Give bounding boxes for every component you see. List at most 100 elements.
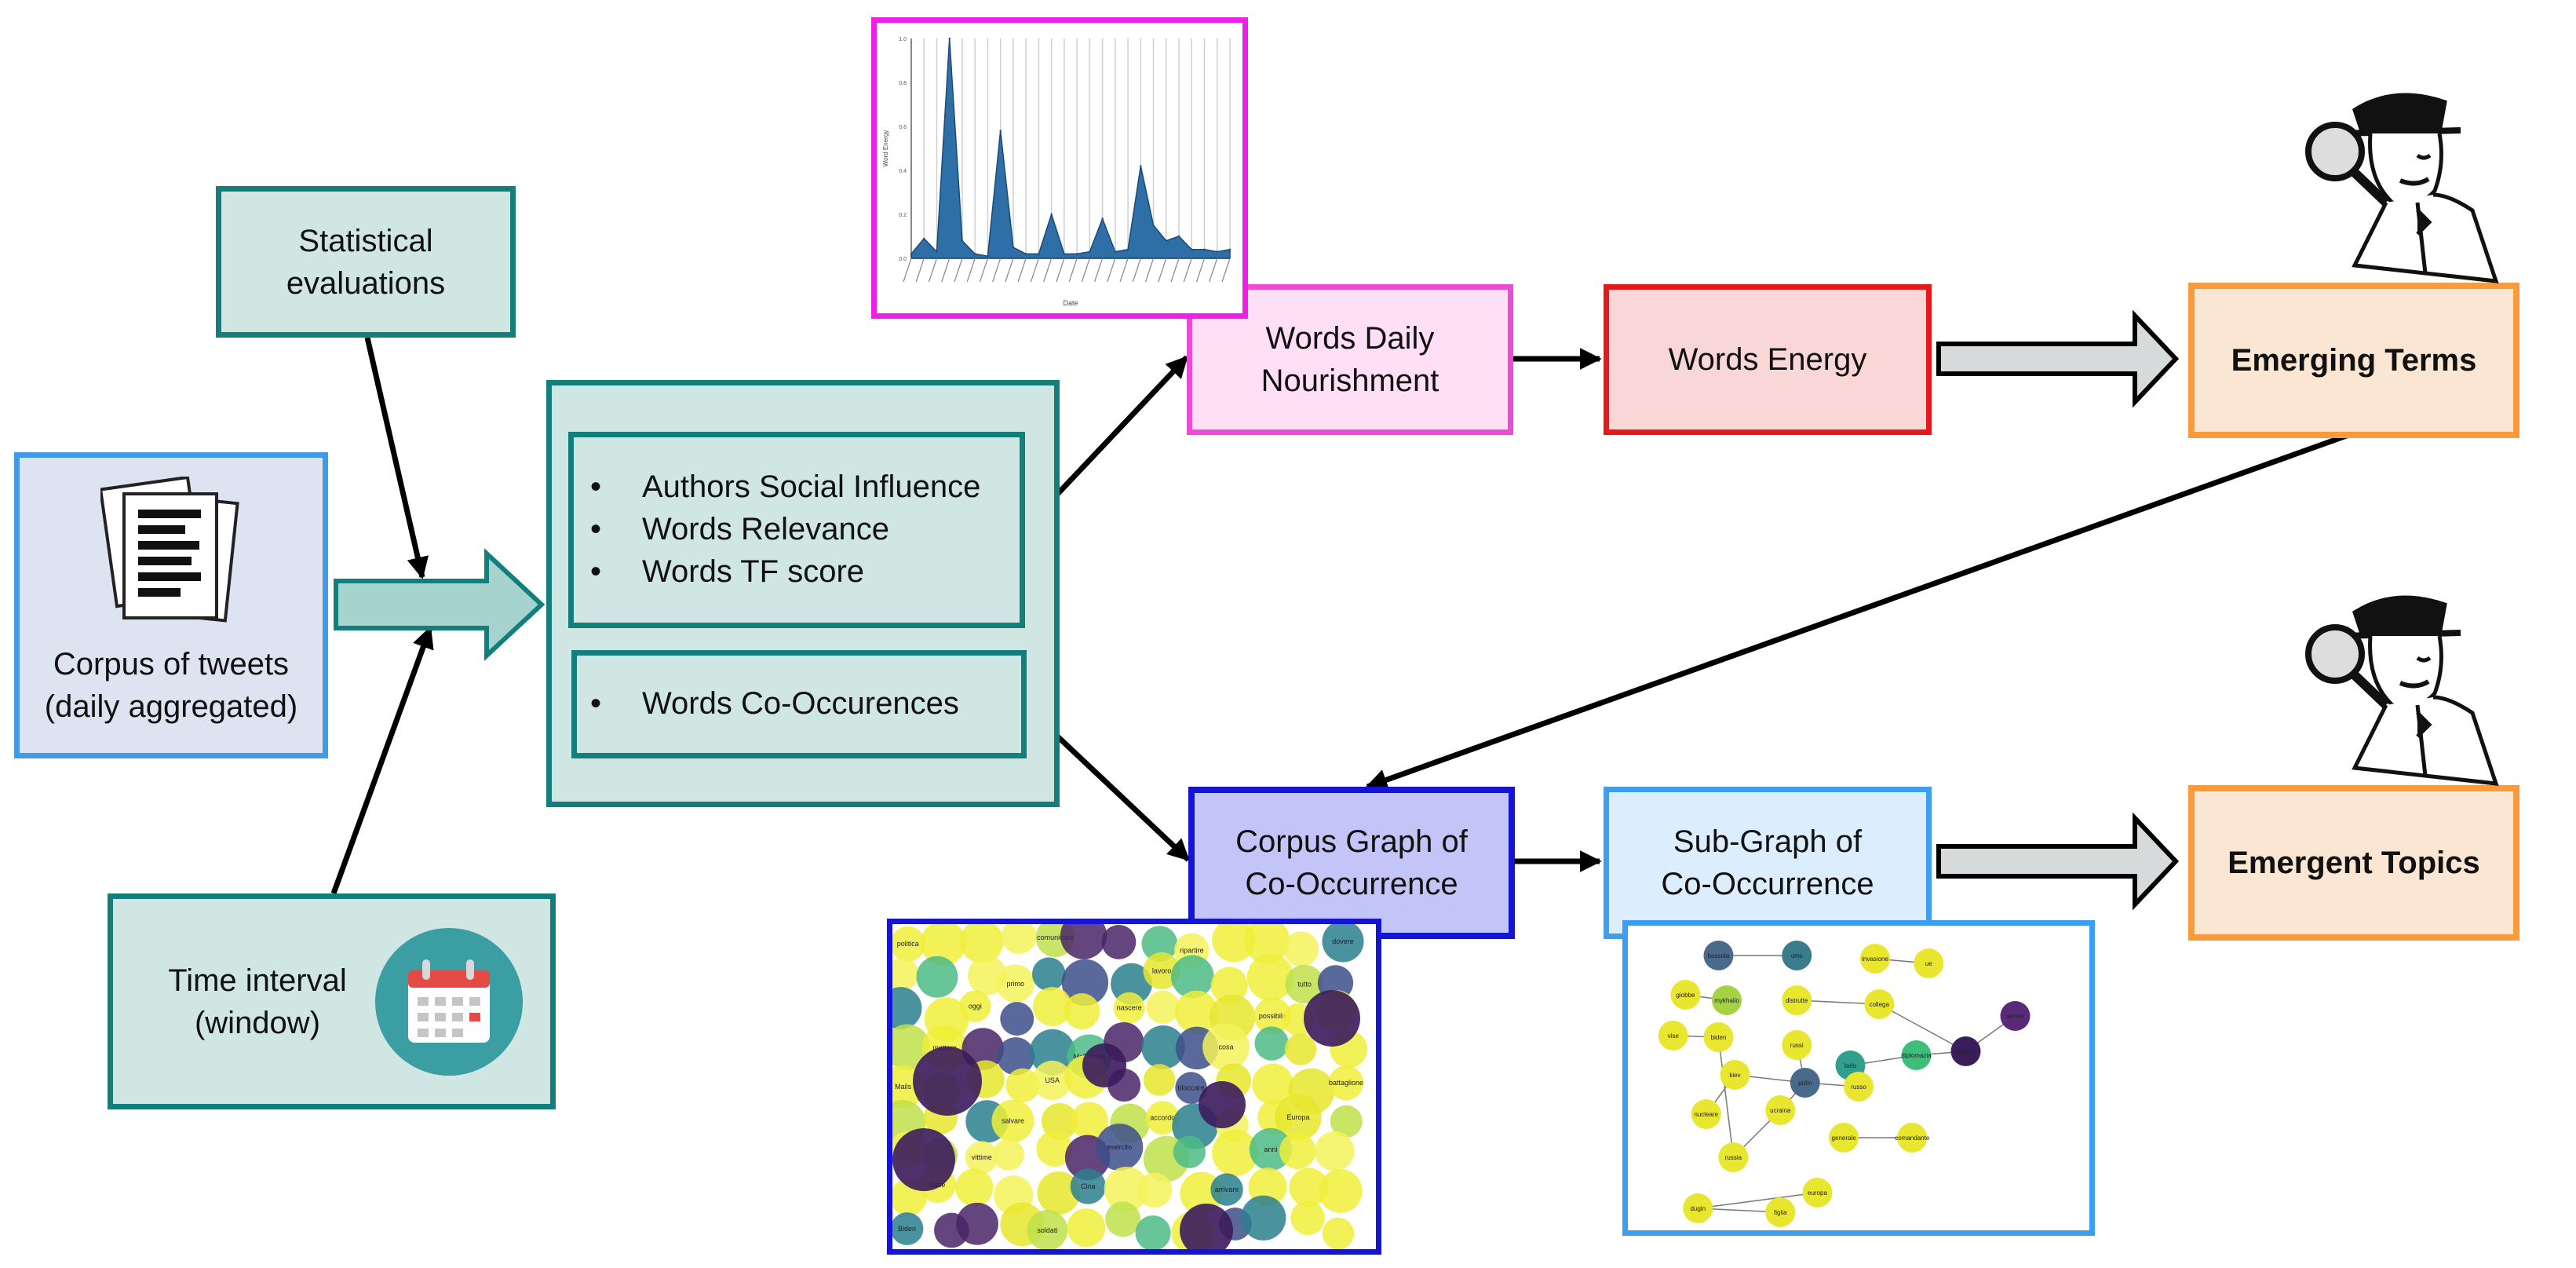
data-point <box>910 253 913 255</box>
graph-node <box>997 1037 1035 1076</box>
graph-node-label: oms <box>1791 952 1803 959</box>
graph-node <box>1202 1023 1250 1071</box>
graph-node <box>1322 1217 1355 1250</box>
graph-node <box>1071 1102 1109 1140</box>
arrow-energy-to-terms <box>1936 309 2180 408</box>
graph-node <box>1322 920 1364 963</box>
graph-node <box>1210 967 1248 1004</box>
y-tick-label: 0.4 <box>899 169 907 174</box>
graph-node <box>955 1168 994 1207</box>
graph-node <box>965 1141 998 1175</box>
x-tick-mark <box>1221 258 1231 283</box>
data-point <box>1063 253 1066 255</box>
graph-node <box>1950 1036 1981 1066</box>
data-point <box>948 37 950 40</box>
graph-node <box>1683 1193 1713 1223</box>
x-tick-mark <box>1209 258 1218 283</box>
emerging-terms-box: Emerging Terms <box>2188 283 2519 438</box>
graph-node <box>1330 1105 1363 1138</box>
graph-node <box>1027 1210 1068 1251</box>
graph-node <box>1252 1063 1293 1105</box>
graph-node-label: russi <box>1790 1042 1804 1049</box>
data-point <box>1012 246 1015 249</box>
words-energy-box: Words Energy <box>1604 284 1932 435</box>
graph-node <box>1096 1124 1144 1171</box>
arrow-terms-to-corpus-graph <box>1365 430 2355 791</box>
x-tick-mark <box>1043 258 1053 283</box>
graph-node <box>1829 1123 1859 1153</box>
graph-node-label: mykhailo <box>1714 997 1739 1004</box>
graph-node <box>1105 1201 1140 1237</box>
graph-node <box>1180 1171 1223 1215</box>
graph-node <box>1249 1127 1292 1171</box>
graph-node-label: servizi <box>2006 1013 2024 1020</box>
graph-node <box>1005 1068 1040 1102</box>
x-tick-mark <box>1195 258 1206 283</box>
x-tick-mark <box>966 258 976 283</box>
y-tick-label: 0.6 <box>899 125 907 130</box>
graph-node-label: Europa <box>1287 1113 1310 1121</box>
x-tick-mark <box>992 258 1002 283</box>
data-point <box>1050 213 1053 216</box>
graph-node-label: europa <box>1808 1189 1827 1197</box>
graph-node <box>1275 1094 1322 1141</box>
time-interval-label: Time interval (window) <box>168 963 347 1040</box>
graph-node-label: accordo <box>1150 1114 1175 1122</box>
data-point <box>936 250 938 253</box>
data-point <box>1089 250 1091 253</box>
graph-node <box>1860 944 1890 974</box>
graph-node-label: salvare <box>1002 1117 1024 1125</box>
graph-node-label: collega <box>1870 1001 1890 1008</box>
graph-node <box>1032 987 1072 1026</box>
graph-node <box>1060 912 1107 959</box>
bullet-words-relevance: Words Relevance <box>579 508 980 550</box>
graph-node-label: Biden <box>898 1225 916 1233</box>
y-axis-label: Word Energy <box>882 130 889 167</box>
graph-node-label: primo <box>1007 980 1025 988</box>
x-tick-mark <box>1144 258 1155 283</box>
graph-node <box>1691 1099 1721 1129</box>
graph-node <box>1328 1065 1364 1101</box>
x-tick-mark <box>1017 258 1027 283</box>
graph-node <box>1289 1168 1329 1208</box>
graph-node-label: nascere <box>1117 1004 1142 1012</box>
y-tick-label: 1.0 <box>899 37 907 42</box>
graph-node <box>1113 992 1145 1024</box>
graph-node <box>992 1138 1025 1171</box>
data-point <box>1140 165 1142 167</box>
graph-node <box>1712 985 1742 1015</box>
graph-node <box>1143 952 1180 990</box>
arrow-subgraph-to-topics <box>1936 812 2180 911</box>
graph-node <box>1844 1072 1874 1102</box>
graph-cluster <box>913 1047 982 1116</box>
data-point <box>961 239 964 242</box>
graph-node-label: lavoro <box>1152 967 1172 974</box>
graph-node-label: vise <box>1668 1032 1680 1040</box>
graph-node <box>1067 1208 1106 1248</box>
graph-node <box>1145 1101 1180 1135</box>
graph-node <box>1243 917 1290 964</box>
graph-node <box>991 1099 1034 1142</box>
x-tick-mark <box>928 258 938 283</box>
y-tick-label: 0.0 <box>899 257 907 262</box>
graph-node <box>1670 980 1701 1010</box>
graph-node-label: russia <box>1725 1154 1742 1161</box>
x-tick-mark <box>1183 258 1192 283</box>
graph-node-label: kiev <box>1729 1072 1740 1079</box>
graph-node-label: belo <box>1844 1062 1857 1069</box>
graph-node <box>1210 1173 1243 1206</box>
x-tick-mark <box>1158 258 1167 283</box>
graph-node <box>1174 990 1219 1034</box>
graph-node <box>1135 1215 1171 1252</box>
graph-node-label: putin <box>1798 1080 1812 1087</box>
graph-node <box>1658 1021 1688 1051</box>
x-axis-label: Date <box>1063 299 1078 307</box>
graph-edge <box>1717 1036 1735 1158</box>
graph-node-label: comunicare <box>1037 934 1074 941</box>
x-tick-mark <box>979 258 989 283</box>
graph-node <box>1319 1169 1363 1213</box>
graph-node-label: esercito <box>1107 1143 1133 1151</box>
graph-node-label: tutto <box>1297 980 1312 988</box>
